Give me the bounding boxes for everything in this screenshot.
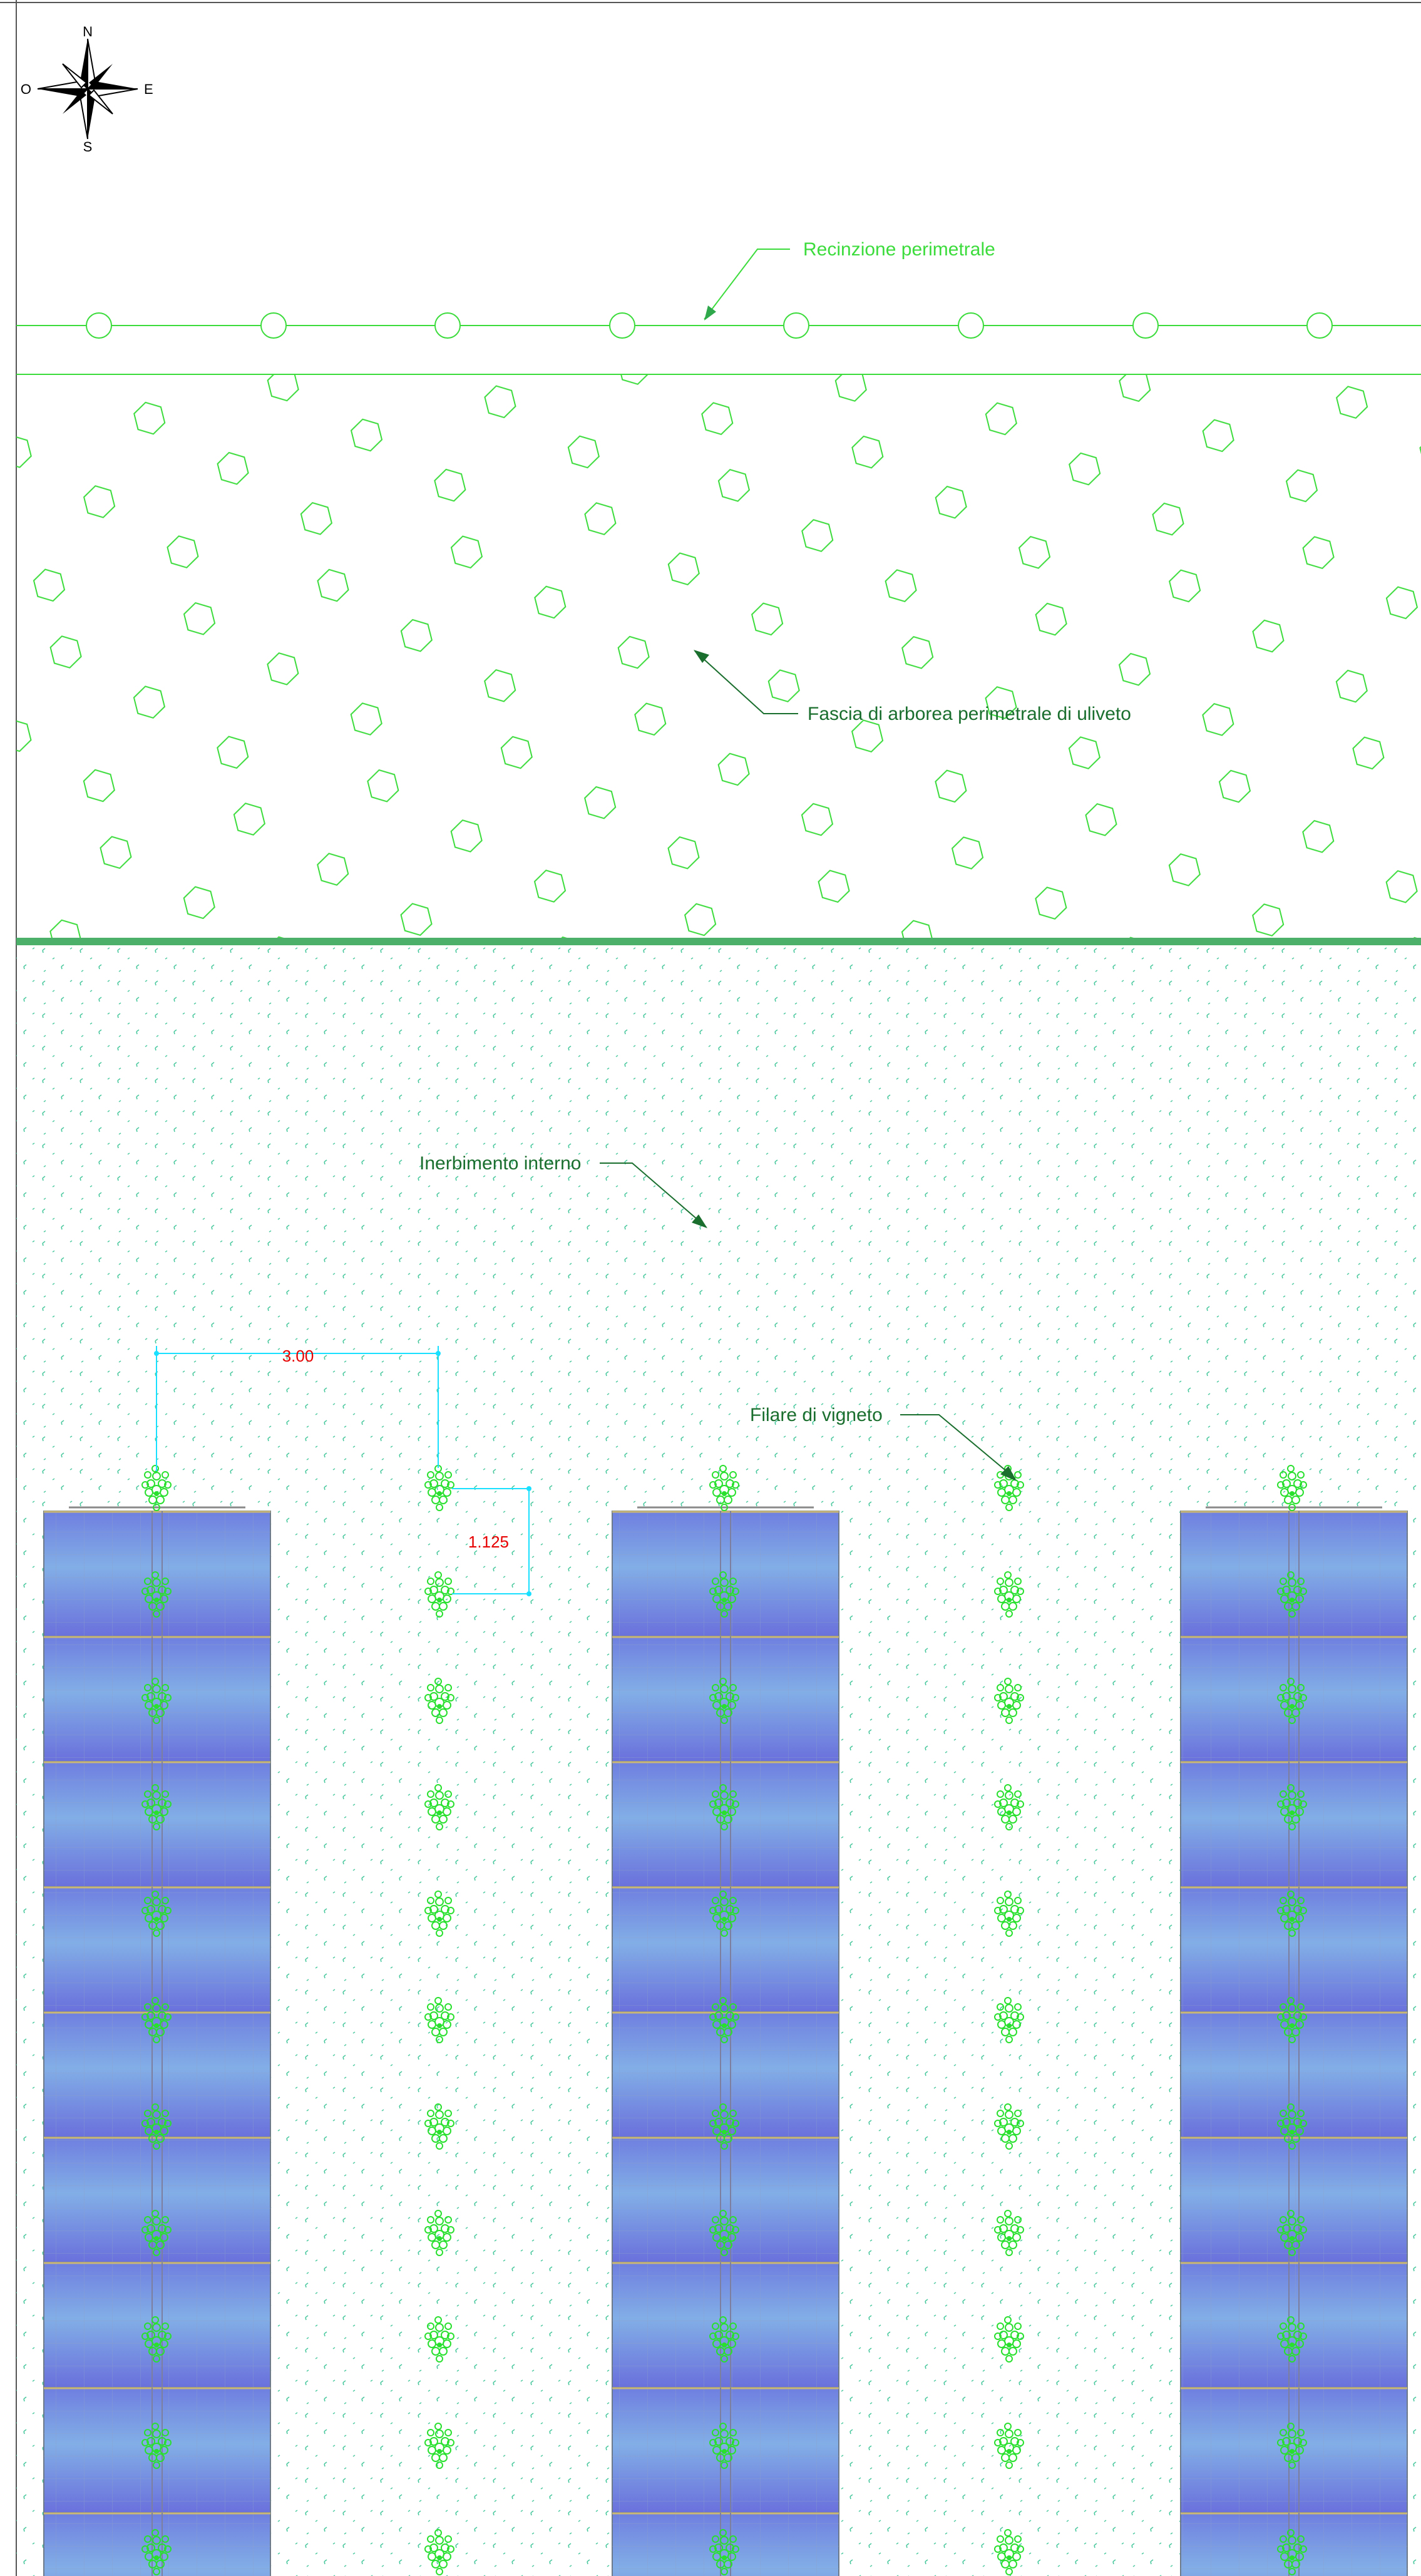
- solar-panel: [612, 1636, 839, 1762]
- olive-band-callout: Fascia di arborea perimetrale di uliveto: [694, 650, 1131, 724]
- compass-south-label: S: [83, 139, 93, 155]
- row-spacing-value: 3.00: [282, 1347, 314, 1365]
- compass-rose-icon: N S E O: [21, 24, 153, 155]
- olive-band-label: Fascia di arborea perimetrale di uliveto: [808, 704, 1131, 724]
- vine-row-label: Filare di vigneto: [750, 1405, 883, 1425]
- perimeter-fence: [16, 312, 1421, 339]
- plant-spacing-value: 1.125: [468, 1532, 509, 1551]
- plant-spacing-dimension: 1.125: [452, 1486, 531, 1596]
- solar-panel: [1180, 2011, 1408, 2138]
- fence-callout: Recinzione perimetrale: [704, 239, 995, 321]
- solar-panel: [612, 2262, 839, 2388]
- row-spacing-dimension: 3.00: [154, 1346, 441, 1471]
- solar-panel: [1180, 2512, 1408, 2576]
- vine-row-callout: Filare di vigneto: [750, 1405, 1017, 1481]
- olive-band-boundary: [16, 938, 1421, 945]
- solar-panel: [43, 1511, 271, 1637]
- compass-north-label: N: [83, 24, 93, 39]
- solar-panel: [612, 2137, 839, 2263]
- solar-panel: [612, 1886, 839, 2013]
- solar-panel: [43, 1886, 271, 2013]
- grass-callout: Inerbimento interno: [419, 1153, 707, 1228]
- solar-panel: [612, 2011, 839, 2138]
- compass-east-label: E: [144, 81, 153, 97]
- solar-panel: [43, 2262, 271, 2388]
- olive-grove-band: [16, 374, 1421, 938]
- compass-west-label: O: [21, 81, 31, 97]
- solar-panel: [43, 2137, 271, 2263]
- solar-panel: [43, 1761, 271, 1887]
- solar-panel: [43, 1636, 271, 1762]
- grass-label: Inerbimento interno: [419, 1153, 582, 1174]
- fence-label: Recinzione perimetrale: [803, 239, 995, 260]
- solar-panel: [1180, 2137, 1408, 2263]
- solar-panel: [612, 1511, 839, 1637]
